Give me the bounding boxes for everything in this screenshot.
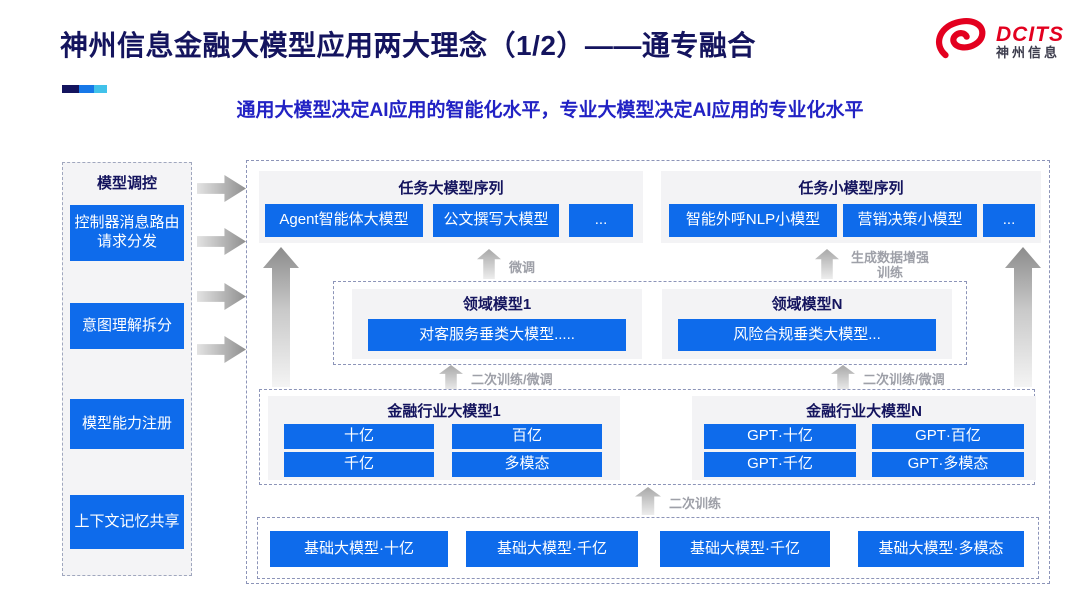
domain-models-group: 领域模型1 对客服务垂类大模型..... 领域模型N 风险合规垂类大模型...: [333, 281, 967, 365]
accent-segment-blue: [79, 85, 94, 93]
box-base-multimodal: 基础大模型·多模态: [858, 531, 1024, 567]
accent-segment-navy: [62, 85, 79, 93]
slide-subtitle: 通用大模型决定AI应用的智能化水平，专业大模型决定AI应用的专业化水平: [236, 100, 864, 121]
sidebar-item-intent: 意图理解拆分: [70, 303, 184, 349]
sidebar-item-register: 模型能力注册: [70, 399, 184, 449]
up-arrow-retrain-left-icon: [439, 365, 463, 391]
label-gendata-train: 生成数据增强训练: [850, 250, 929, 280]
industry-model-1-panel: 金融行业大模型1 十亿 百亿 千亿 多模态: [268, 396, 620, 480]
task-large-title: 任务大模型序列: [398, 180, 504, 197]
industry-model-n-panel: 金融行业大模型N GPT·十亿 GPT·百亿 GPT·千亿 GPT·多模态: [692, 396, 1036, 480]
industry-model-1-title: 金融行业大模型1: [387, 403, 501, 420]
box-ellipsis-small: ...: [983, 204, 1035, 237]
box-agent-large-model: Agent智能体大模型: [265, 204, 423, 237]
accent-bar: [62, 85, 107, 93]
up-arrow-retrain-icon: [635, 487, 661, 515]
diagram-container: 任务大模型序列 Agent智能体大模型 公文撰写大模型 ... 任务小模型序列 …: [246, 160, 1050, 584]
sidebar-item-router: 控制器消息路由请求分发: [70, 205, 184, 261]
domain-model-1-panel: 领域模型1 对客服务垂类大模型.....: [352, 289, 642, 359]
domain-model-n-panel: 领域模型N 风险合规垂类大模型...: [662, 289, 952, 359]
label-finetune: 微调: [509, 260, 536, 275]
dcits-swirl-icon: [933, 16, 991, 67]
right-arrow-icon: [197, 283, 246, 310]
box-outbound-nlp-model: 智能外呼NLP小模型: [669, 204, 837, 237]
domain-model-1-title: 领域模型1: [462, 296, 532, 313]
box-multimodal: 多模态: [452, 452, 602, 477]
base-models-group: 基础大模型·十亿 基础大模型·千亿 基础大模型·千亿 基础大模型·多模态: [257, 517, 1039, 579]
sidebar-item-memory: 上下文记忆共享: [70, 495, 184, 549]
box-base-100b-a: 基础大模型·千亿: [466, 531, 638, 567]
task-small-title: 任务小模型序列: [798, 180, 904, 197]
label-retrain-finetune-right: 二次训练/微调: [863, 372, 945, 387]
logo-brand-text: DCITS: [996, 22, 1064, 46]
box-document-writing-model: 公文撰写大模型: [433, 204, 559, 237]
right-arrow-icon: [197, 228, 246, 255]
big-up-arrow-right-icon: [1005, 247, 1041, 387]
dcits-logo: DCITS 神州信息: [933, 16, 1064, 67]
task-small-model-panel: 任务小模型序列 智能外呼NLP小模型 营销决策小模型 ...: [661, 171, 1041, 243]
sidebar-title: 模型调控: [96, 175, 157, 192]
right-arrow-icon: [197, 175, 246, 202]
right-arrow-icon: [197, 336, 246, 363]
box-ellipsis-large: ...: [569, 204, 633, 237]
box-gpt-1b: GPT·十亿: [704, 424, 856, 449]
box-base-100b-b: 基础大模型·千亿: [660, 531, 830, 567]
box-customer-service-model: 对客服务垂类大模型.....: [368, 319, 626, 351]
task-large-model-panel: 任务大模型序列 Agent智能体大模型 公文撰写大模型 ...: [259, 171, 643, 243]
box-100b: 千亿: [284, 452, 434, 477]
label-retrain-finetune-left: 二次训练/微调: [471, 372, 553, 387]
up-arrow-gendata-icon: [815, 249, 839, 279]
up-arrow-finetune-icon: [477, 249, 501, 279]
up-arrow-retrain-right-icon: [831, 365, 855, 391]
industry-model-n-title: 金融行业大模型N: [806, 403, 922, 420]
box-gpt-100b: GPT·千亿: [704, 452, 856, 477]
box-base-1b: 基础大模型·十亿: [270, 531, 448, 567]
label-retrain: 二次训练: [669, 496, 722, 511]
box-1b: 十亿: [284, 424, 434, 449]
logo-brand-cn-text: 神州信息: [996, 44, 1061, 60]
box-10b: 百亿: [452, 424, 602, 449]
sidebar-model-control: 模型调控 控制器消息路由请求分发 意图理解拆分 模型能力注册 上下文记忆共享: [62, 162, 192, 576]
box-gpt-multimodal: GPT·多模态: [872, 452, 1024, 477]
big-up-arrow-left-icon: [263, 247, 299, 387]
accent-segment-cyan: [94, 85, 107, 93]
box-marketing-decision-model: 营销决策小模型: [843, 204, 977, 237]
industry-models-group: 金融行业大模型1 十亿 百亿 千亿 多模态 金融行业大模型N GPT·十亿 GP…: [259, 389, 1036, 485]
box-risk-compliance-model: 风险合规垂类大模型...: [678, 319, 936, 351]
domain-model-n-title: 领域模型N: [771, 296, 843, 313]
box-gpt-10b: GPT·百亿: [872, 424, 1024, 449]
page-title: 神州信息金融大模型应用两大理念（1/2）——通专融合: [60, 30, 756, 61]
